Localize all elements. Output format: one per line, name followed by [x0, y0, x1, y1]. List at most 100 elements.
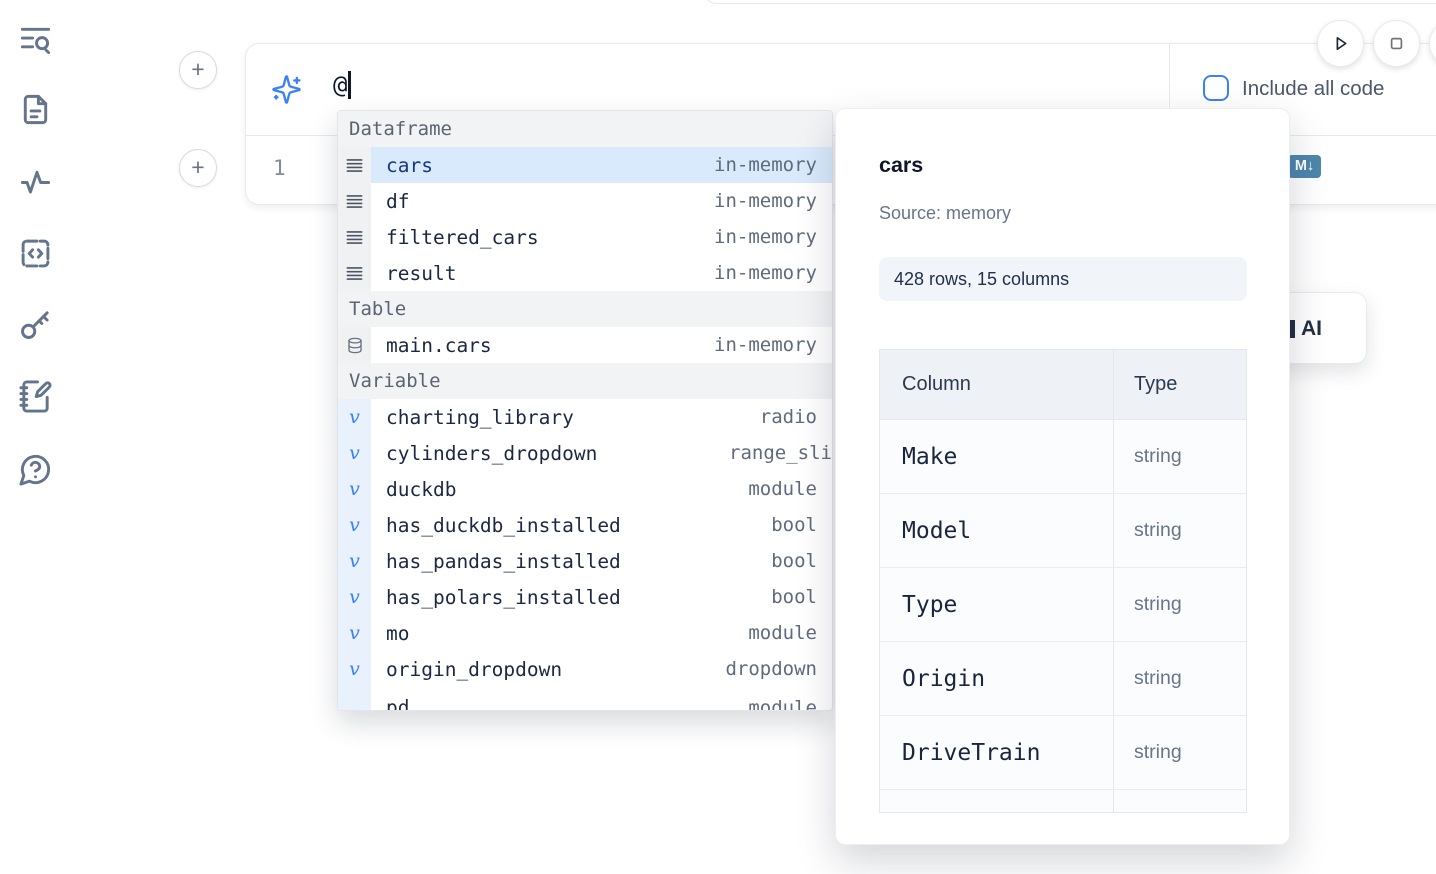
autocomplete-item-cars[interactable]: cars in-memory: [338, 147, 832, 183]
column-name: Type: [902, 591, 958, 618]
item-type: range_sli: [729, 442, 832, 464]
item-name: charting_library: [386, 405, 574, 429]
variable-icon: [338, 687, 371, 710]
add-cell-button-bottom[interactable]: +: [179, 149, 217, 187]
item-type: module: [748, 622, 817, 644]
item-type: in-memory: [714, 262, 817, 284]
item-name: pd: [386, 696, 410, 710]
autocomplete-item-main-cars[interactable]: main.cars in-memory: [338, 327, 832, 363]
code-square-icon[interactable]: [18, 236, 53, 271]
item-name: has_duckdb_installed: [386, 513, 621, 537]
autocomplete-item-cylinders-dropdown[interactable]: v cylinders_dropdown range_sli: [338, 435, 832, 471]
variable-icon: v: [338, 399, 371, 435]
schema-table: Column Type Make string Model string Typ…: [879, 349, 1247, 813]
markdown-icon[interactable]: M↓: [1288, 155, 1321, 178]
shape-badge: 428 rows, 15 columns: [879, 257, 1247, 301]
column-name: DriveTrain: [902, 739, 1041, 766]
autocomplete-item-duckdb[interactable]: v duckdb module: [338, 471, 832, 507]
item-type: in-memory: [714, 226, 817, 248]
preview-source: Source: memory: [879, 203, 1012, 223]
variable-icon: v: [338, 435, 371, 471]
autocomplete-item-result[interactable]: result in-memory: [338, 255, 832, 291]
column-type: string: [1134, 445, 1182, 467]
table-row: Model string: [880, 494, 1246, 568]
item-name: main.cars: [386, 333, 492, 357]
autocomplete-item-filtered-cars[interactable]: filtered_cars in-memory: [338, 219, 832, 255]
autocomplete-item-has-duckdb-installed[interactable]: v has_duckdb_installed bool: [338, 507, 832, 543]
column-type: string: [1134, 519, 1182, 541]
column-header: Column: [902, 373, 971, 395]
list-search-icon[interactable]: [18, 22, 53, 57]
column-name: Origin: [902, 665, 986, 692]
item-name: origin_dropdown: [386, 657, 563, 681]
ai-prompt-input[interactable]: @: [333, 71, 351, 99]
item-name: has_pandas_installed: [386, 549, 621, 573]
ai-card-label: AI: [1301, 317, 1322, 340]
text-cursor: [348, 71, 351, 99]
item-name: result: [386, 261, 457, 285]
variable-icon: v: [338, 471, 371, 507]
autocomplete-item-has-pandas-installed[interactable]: v has_pandas_installed bool: [338, 543, 832, 579]
column-type: string: [1134, 741, 1182, 763]
autocomplete-item-has-polars-installed[interactable]: v has_polars_installed bool: [338, 579, 832, 615]
column-type: string: [1134, 667, 1182, 689]
column-type: string: [1134, 593, 1182, 615]
key-icon[interactable]: [18, 307, 53, 342]
activity-icon[interactable]: [18, 165, 53, 200]
table-row: Make string: [880, 420, 1246, 494]
variable-icon: v: [338, 615, 371, 651]
item-type: module: [748, 697, 817, 710]
prompt-value: @: [333, 71, 348, 99]
autocomplete-item-origin-dropdown[interactable]: v origin_dropdown dropdown: [338, 651, 832, 687]
dataframe-rows-icon: [338, 219, 371, 255]
file-text-icon[interactable]: [18, 92, 53, 127]
item-type: in-memory: [714, 154, 817, 176]
variable-icon: v: [338, 579, 371, 615]
dataframe-rows-icon: [338, 255, 371, 291]
item-type: radio: [759, 406, 817, 428]
code-editor[interactable]: 1: [246, 136, 1436, 204]
dataframe-rows-icon: [338, 183, 371, 219]
run-cell-button[interactable]: [1317, 20, 1364, 67]
table-row: Type string: [880, 568, 1246, 642]
add-cell-button-top[interactable]: +: [179, 51, 217, 89]
item-type: bool: [771, 550, 817, 572]
item-name: cars: [386, 153, 433, 177]
item-type: bool: [771, 514, 817, 536]
schema-header-row: Column Type: [880, 350, 1246, 420]
autocomplete-item-pd-clipped[interactable]: pd module: [338, 687, 832, 710]
include-all-code-label[interactable]: Include all code: [1242, 77, 1385, 100]
autocomplete-item-charting-library[interactable]: v charting_library radio: [338, 399, 832, 435]
play-icon: [1336, 36, 1347, 51]
item-type: module: [748, 478, 817, 500]
item-name: duckdb: [386, 477, 457, 501]
table-row: Origin string: [880, 642, 1246, 716]
section-header-dataframe: Dataframe: [338, 111, 832, 147]
notebook-pen-icon[interactable]: [18, 379, 53, 414]
item-name: mo: [386, 621, 410, 645]
divider: [1169, 44, 1170, 134]
item-type: bool: [771, 586, 817, 608]
autocomplete-item-df[interactable]: df in-memory: [338, 183, 832, 219]
item-type: in-memory: [714, 190, 817, 212]
line-number: 1: [273, 156, 286, 180]
help-chat-icon[interactable]: [18, 452, 53, 487]
dataframe-rows-icon: [338, 147, 371, 183]
clipped-text-fragment: [1290, 320, 1295, 338]
section-header-table: Table: [338, 291, 832, 327]
column-name: Model: [902, 517, 972, 544]
table-row-partial: [880, 790, 1246, 812]
stop-button[interactable]: [1373, 20, 1420, 67]
include-all-code-checkbox[interactable]: [1203, 75, 1229, 101]
autocomplete-dropdown: Dataframe cars in-memory df in-memory fi…: [337, 110, 833, 711]
item-type: in-memory: [714, 334, 817, 356]
plus-icon: +: [191, 55, 205, 82]
column-name: Make: [902, 443, 958, 470]
item-name: filtered_cars: [386, 225, 539, 249]
item-name: df: [386, 189, 410, 213]
plus-icon: +: [191, 153, 205, 180]
item-name: has_polars_installed: [386, 585, 621, 609]
autocomplete-item-mo[interactable]: v mo module: [338, 615, 832, 651]
type-header: Type: [1134, 373, 1178, 395]
